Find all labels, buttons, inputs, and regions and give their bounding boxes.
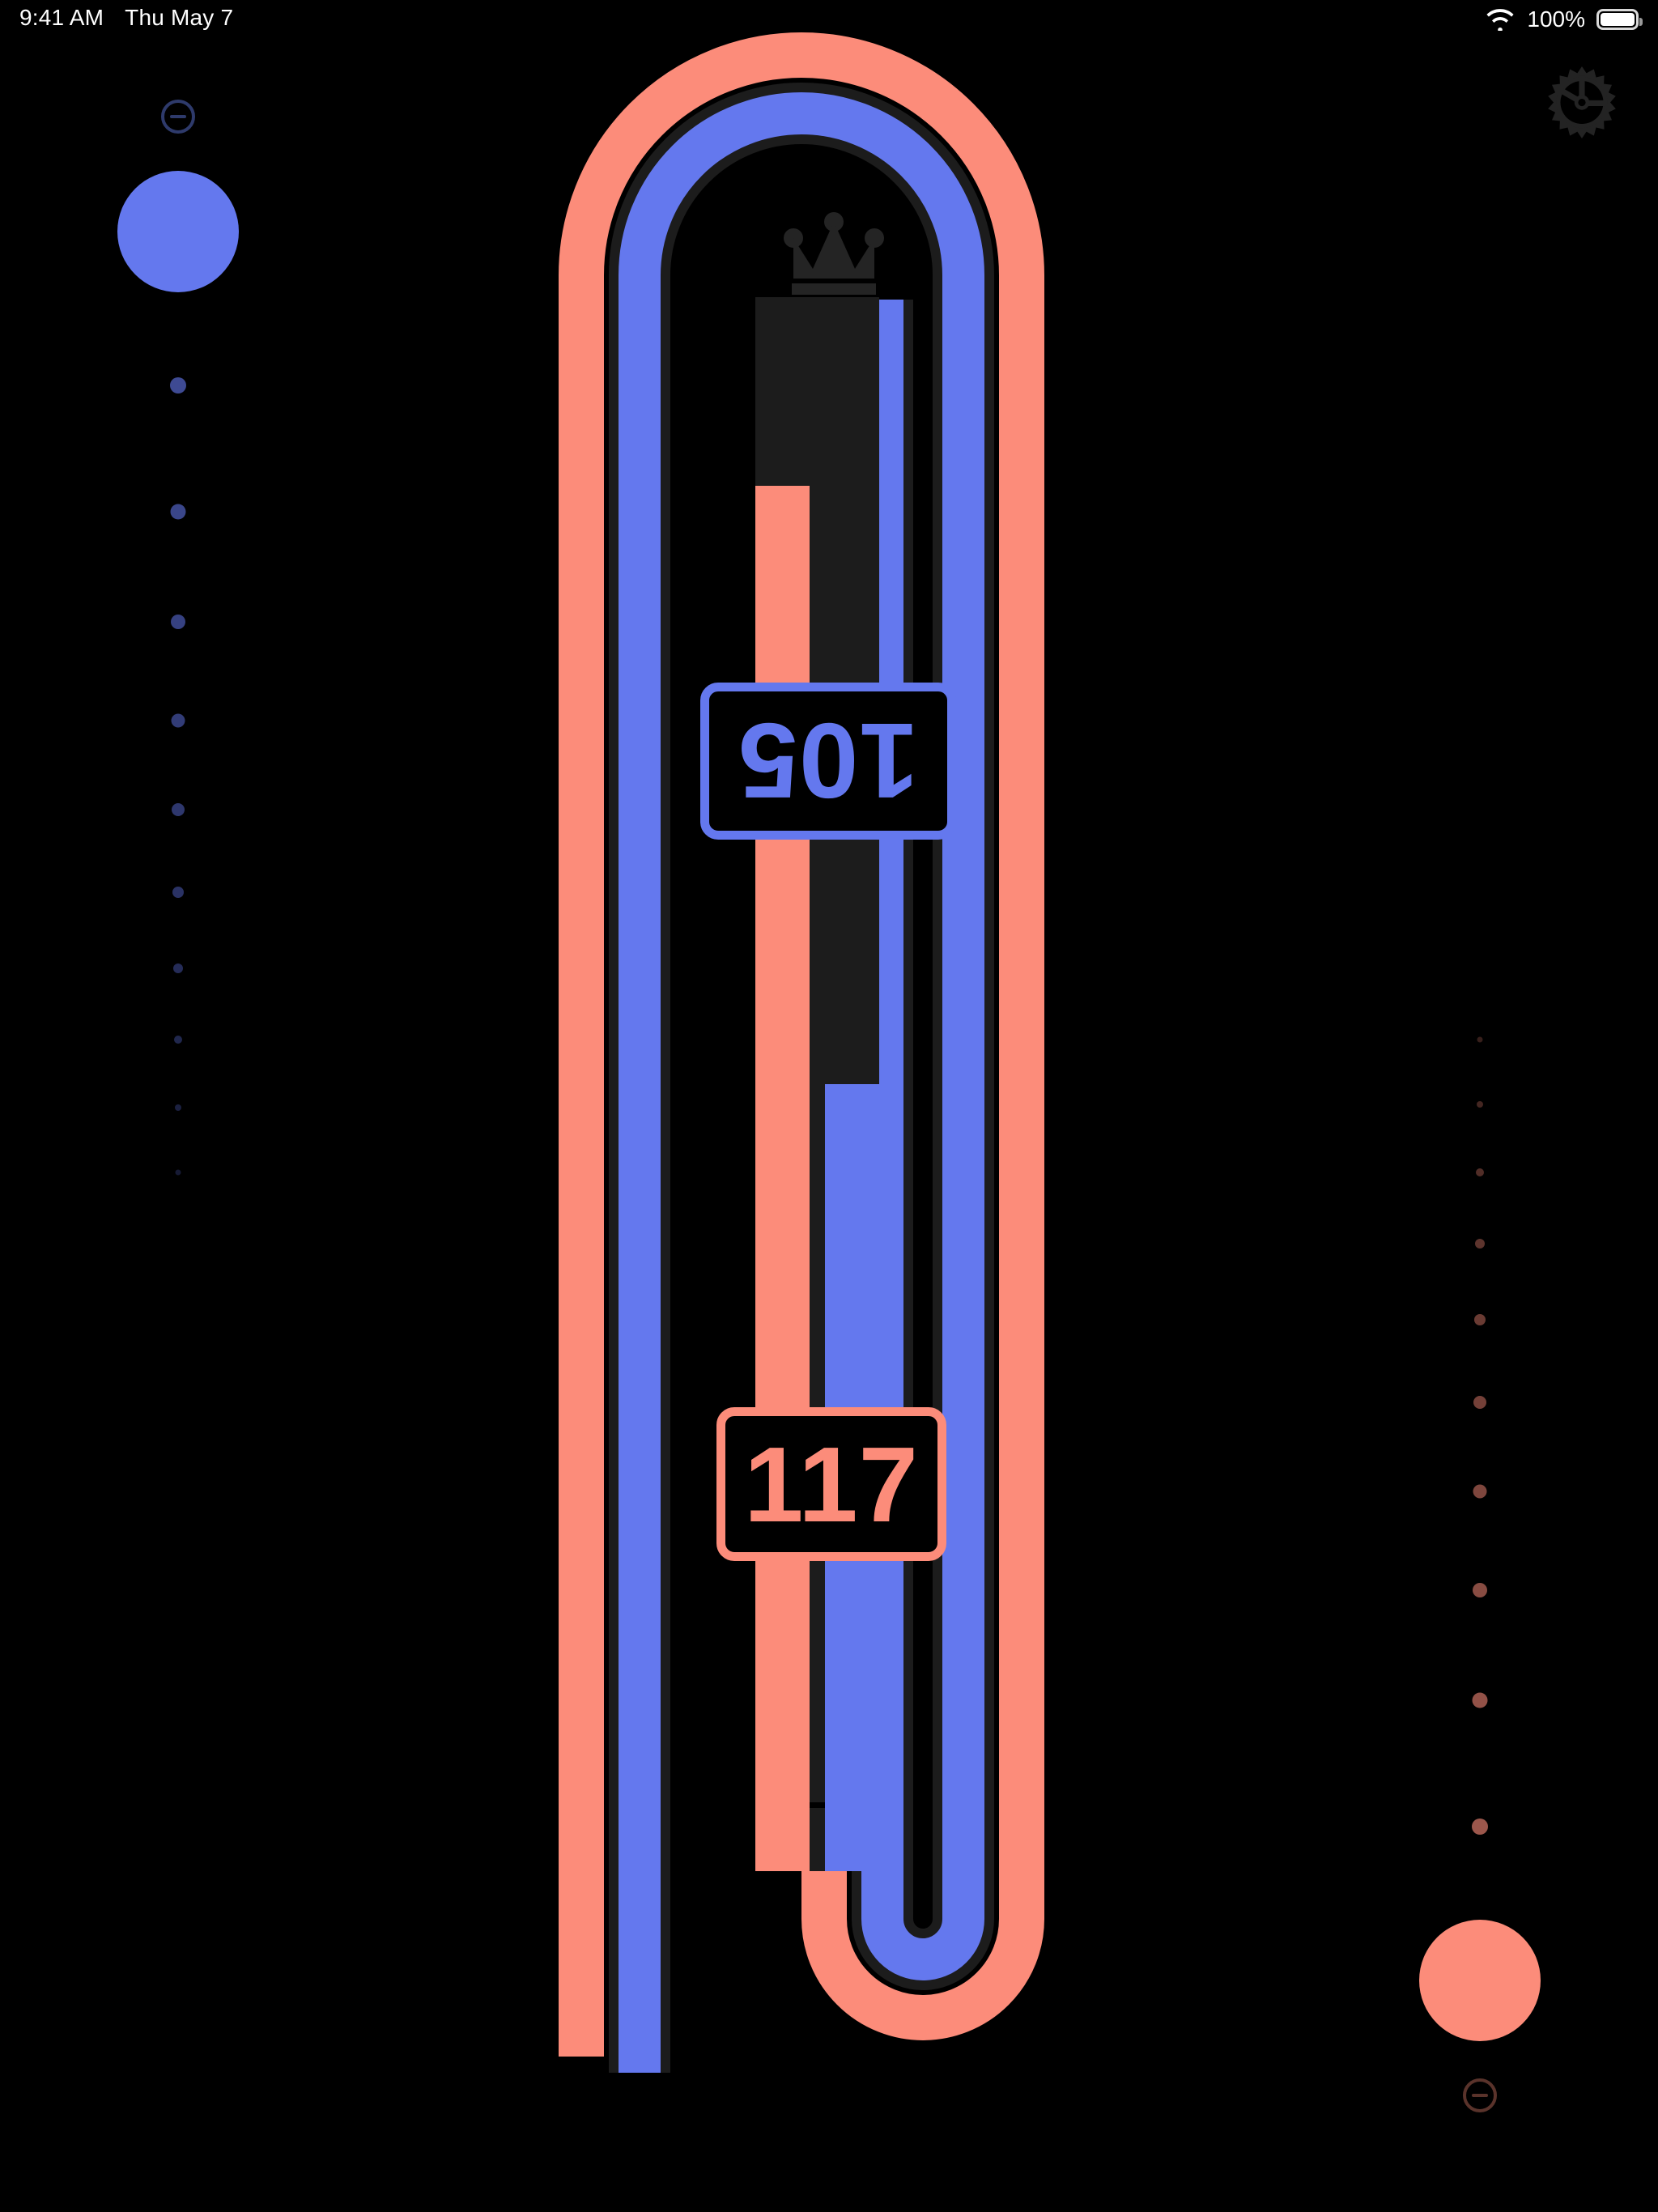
status-bar-left: 9:41 AM Thu May 7 bbox=[19, 5, 233, 31]
game-track bbox=[559, 32, 1109, 2212]
status-bar: 9:41 AM Thu May 7 100% bbox=[0, 0, 1658, 45]
progress-channel bbox=[755, 297, 879, 1871]
player-two-pip bbox=[1477, 1036, 1483, 1043]
player-one-score-chip[interactable]: 105 bbox=[700, 683, 956, 840]
player-one-pip bbox=[173, 963, 183, 973]
inner-lane-blue bbox=[619, 92, 984, 2073]
player-two-pip bbox=[1472, 1819, 1488, 1835]
player-one-pip bbox=[172, 803, 185, 816]
battery-percent: 100% bbox=[1527, 6, 1585, 32]
player-one-pip bbox=[175, 1104, 181, 1111]
player-two-pip bbox=[1472, 1692, 1488, 1708]
player-one-score: 105 bbox=[738, 701, 919, 821]
player-two-pip-rail bbox=[1399, 993, 1561, 2142]
player-one-pip bbox=[175, 1169, 181, 1176]
progress-tick bbox=[810, 1802, 825, 1809]
player-one-rail bbox=[97, 70, 259, 1219]
player-two-pip bbox=[1476, 1168, 1484, 1176]
player-two-score-chip[interactable]: 117 bbox=[716, 1407, 946, 1561]
player-one-pip bbox=[171, 615, 185, 629]
wifi-icon bbox=[1486, 9, 1514, 31]
gear-icon bbox=[1548, 66, 1616, 139]
player-two-pip bbox=[1477, 1101, 1483, 1108]
settings-button[interactable] bbox=[1537, 60, 1627, 151]
player-one-decrement-button[interactable] bbox=[161, 100, 195, 134]
player-two-pip bbox=[1473, 1583, 1487, 1597]
player-one-pip bbox=[174, 1036, 182, 1044]
track-lanes bbox=[559, 32, 1044, 2073]
player-two-pip bbox=[1473, 1396, 1486, 1409]
player-one-pip-rail bbox=[97, 70, 259, 1219]
status-bar-right: 100% bbox=[1485, 6, 1643, 32]
player-two-rail bbox=[1399, 993, 1561, 2142]
player-one-marker[interactable] bbox=[117, 171, 239, 292]
player-two-pip bbox=[1475, 1239, 1485, 1249]
player-one-pip bbox=[172, 887, 184, 898]
status-date: Thu May 7 bbox=[125, 5, 234, 30]
battery-icon bbox=[1596, 9, 1643, 30]
status-time: 9:41 AM bbox=[19, 5, 104, 30]
outer-lane-salmon bbox=[559, 32, 1044, 2057]
player-one-pip bbox=[171, 713, 185, 728]
player-one-pip bbox=[170, 504, 186, 520]
player-two-marker[interactable] bbox=[1419, 1920, 1541, 2041]
player-one-pip bbox=[170, 377, 186, 393]
player-two-pip bbox=[1474, 1314, 1486, 1325]
player-two-pip bbox=[1473, 1484, 1487, 1499]
player-two-score: 117 bbox=[744, 1424, 919, 1544]
player-two-decrement-button[interactable] bbox=[1463, 2078, 1497, 2112]
